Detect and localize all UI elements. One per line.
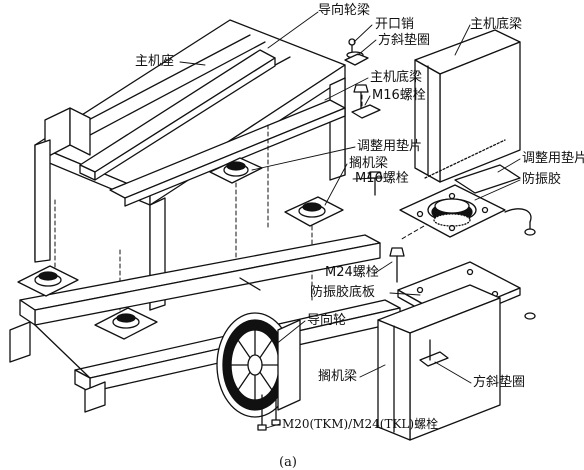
label-adjusting-shim-right: 调整用垫片 xyxy=(522,151,584,166)
label-guide-wheel: 导向轮 xyxy=(307,313,347,328)
label-tapered-washer-top: 方斜垫圈 xyxy=(378,33,431,48)
beam-mount-left xyxy=(17,265,79,297)
figure-caption: (a) xyxy=(279,455,297,470)
label-main-base: 主机座 xyxy=(135,54,175,69)
label-main-bottom-beam-mid: 主机底梁 xyxy=(370,70,423,85)
adjusting-shim-right xyxy=(454,164,521,194)
bolt-m24 xyxy=(389,247,405,283)
label-rest-beam: 搁机梁 xyxy=(349,156,389,171)
leader-lines xyxy=(179,11,521,429)
frame-mount-upper-left xyxy=(209,157,263,184)
frame-mount-upper-right xyxy=(284,196,344,227)
label-guide-wheel-beam: 导向轮梁 xyxy=(318,3,371,18)
beam-mount-right xyxy=(94,307,158,340)
guide-wheel xyxy=(216,312,301,418)
cotter-pin-and-washer xyxy=(344,38,369,66)
rubber-mount-side-bolt xyxy=(504,208,536,236)
bolt-m16-lower xyxy=(367,171,383,196)
main-bottom-beam-channel xyxy=(414,29,521,183)
rest-beam-channel xyxy=(377,284,501,441)
anti-vibration-rubber-mount xyxy=(399,184,506,238)
label-rest-beam-bottom: 搁机梁 xyxy=(318,369,358,384)
bolt-m16-upper xyxy=(351,84,381,119)
label-wheel-bolt: M20(TKM)/M24(TKL)螺栓 xyxy=(282,417,439,431)
label-cotter-pin: 开口销 xyxy=(375,17,415,32)
label-bolt-m16-upper: M16螺栓 xyxy=(372,88,426,103)
label-rubber-base-plate: 防振胶底板 xyxy=(310,285,376,300)
label-tapered-washer-bottom: 方斜垫圈 xyxy=(473,375,526,390)
wheel-bolts xyxy=(257,391,281,431)
label-anti-vibration-rubber: 防振胶 xyxy=(522,172,562,187)
guide-wheel-beam xyxy=(79,49,346,207)
label-adjusting-shim-left: 调整用垫片 xyxy=(357,139,423,154)
label-bolt-m16-lower: M16螺栓 xyxy=(355,171,409,186)
label-bolt-m24: M24螺栓 xyxy=(325,265,379,280)
label-main-bottom-beam-right: 主机底梁 xyxy=(470,17,523,32)
